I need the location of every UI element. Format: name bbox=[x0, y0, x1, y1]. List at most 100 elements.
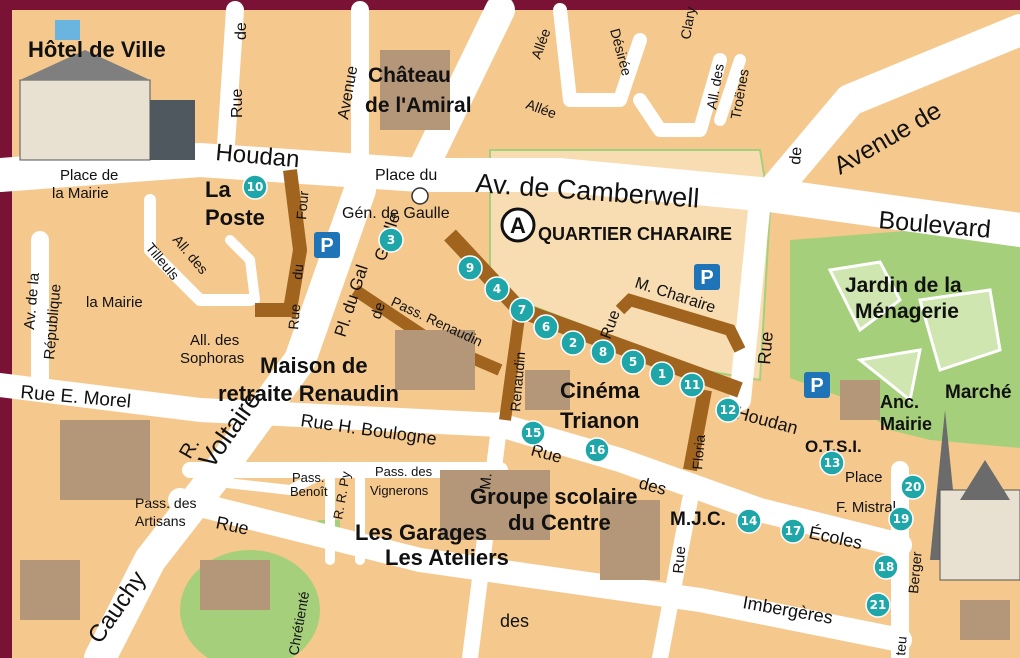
marker-number: 2 bbox=[569, 336, 577, 350]
marker-number: 20 bbox=[905, 480, 922, 494]
marker-circle[interactable] bbox=[509, 297, 535, 323]
map-marker-4[interactable]: 4 bbox=[484, 276, 510, 302]
marker-circle[interactable] bbox=[620, 349, 646, 375]
label-de-right: de bbox=[787, 146, 805, 165]
label-rue-du-four-3: Four bbox=[293, 190, 311, 220]
map-marker-12[interactable]: 12 bbox=[715, 397, 741, 423]
label-pass-vignerons-1: Pass. des bbox=[375, 464, 433, 479]
label-maison-2: retraite Renaudin bbox=[218, 381, 399, 406]
label-maison-1: Maison de bbox=[260, 353, 368, 378]
label-la-mairie: la Mairie bbox=[86, 294, 143, 311]
label-chateau-1: Château bbox=[368, 64, 451, 87]
marker-number: 6 bbox=[542, 320, 550, 334]
marker-circle[interactable] bbox=[873, 554, 899, 580]
map-marker-17[interactable]: 17 bbox=[780, 518, 806, 544]
marker-circle[interactable] bbox=[888, 506, 914, 532]
map-marker-21[interactable]: 21 bbox=[865, 592, 891, 618]
label-anc-mairie-1: Anc. bbox=[880, 392, 919, 412]
map-marker-1[interactable]: 1 bbox=[649, 361, 675, 387]
map-marker-18[interactable]: 18 bbox=[873, 554, 899, 580]
parking-sign-2: P bbox=[694, 264, 720, 290]
marker-number: 12 bbox=[720, 403, 737, 417]
marker-circle[interactable] bbox=[736, 508, 762, 534]
marker-number: 3 bbox=[387, 233, 395, 247]
marker-circle[interactable] bbox=[900, 474, 926, 500]
marker-number: 8 bbox=[599, 345, 607, 359]
marker-circle[interactable] bbox=[378, 227, 404, 253]
label-republique: République bbox=[41, 283, 65, 360]
marker-circle[interactable] bbox=[533, 314, 559, 340]
marker-circle[interactable] bbox=[865, 592, 891, 618]
map-marker-7[interactable]: 7 bbox=[509, 297, 535, 323]
map-marker-14[interactable]: 14 bbox=[736, 508, 762, 534]
marker-circle[interactable] bbox=[560, 330, 586, 356]
marker-number: 5 bbox=[629, 355, 637, 369]
marker-circle[interactable] bbox=[649, 361, 675, 387]
label-rue-top-left: Rue bbox=[229, 89, 246, 118]
roundabout bbox=[411, 187, 429, 205]
marker-number: 13 bbox=[824, 456, 841, 470]
label-ots: O.T.S.I. bbox=[805, 437, 862, 456]
svg-text:A: A bbox=[510, 213, 526, 238]
map-marker-9[interactable]: 9 bbox=[457, 255, 483, 281]
label-place-du: Place du bbox=[375, 167, 437, 184]
label-floria: Floria bbox=[689, 434, 708, 470]
svg-text:P: P bbox=[700, 267, 713, 289]
map-marker-3[interactable]: 3 bbox=[378, 227, 404, 253]
label-place-mistral-2: F. Mistral bbox=[836, 499, 896, 516]
map-marker-19[interactable]: 19 bbox=[888, 506, 914, 532]
marker-circle[interactable] bbox=[457, 255, 483, 281]
marker-circle[interactable] bbox=[679, 372, 705, 398]
label-des-bottom: des bbox=[500, 611, 529, 631]
label-pass-benoit-2: Benoît bbox=[290, 484, 328, 499]
label-de-small: de bbox=[368, 300, 389, 321]
parking-sign-3: P bbox=[804, 372, 830, 398]
map-marker-2[interactable]: 2 bbox=[560, 330, 586, 356]
map-marker-20[interactable]: 20 bbox=[900, 474, 926, 500]
label-rue-right: Rue bbox=[754, 331, 777, 366]
map-marker-6[interactable]: 6 bbox=[533, 314, 559, 340]
map-marker-5[interactable]: 5 bbox=[620, 349, 646, 375]
label-av-de-la: Av. de la bbox=[21, 271, 43, 330]
marker-number: 15 bbox=[525, 426, 542, 440]
marker-circle[interactable] bbox=[242, 174, 268, 200]
label-pass-artisans-1: Pass. des bbox=[135, 495, 196, 511]
map-marker-8[interactable]: 8 bbox=[590, 339, 616, 365]
label-teu: teu bbox=[892, 635, 910, 656]
marker-circle[interactable] bbox=[520, 420, 546, 446]
map-marker-15[interactable]: 15 bbox=[520, 420, 546, 446]
label-chateau-2: de l'Amiral bbox=[365, 94, 472, 117]
map-marker-13[interactable]: 13 bbox=[819, 450, 845, 476]
label-pass-vignerons-2: Vignerons bbox=[370, 483, 429, 498]
label-pass-artisans-2: Artisans bbox=[135, 513, 186, 529]
label-la-poste-2: Poste bbox=[205, 205, 265, 230]
label-garages-1: Les Garages bbox=[355, 520, 487, 545]
marker-circle[interactable] bbox=[584, 437, 610, 463]
label-pass-benoit-1: Pass. bbox=[292, 470, 325, 485]
label-rue-du-four-2: du bbox=[289, 263, 306, 280]
label-cinema-1: Cinéma bbox=[560, 378, 640, 403]
label-clary: Clary bbox=[677, 6, 698, 41]
label-rue-du-four-1: Rue bbox=[285, 303, 303, 330]
marker-circle[interactable] bbox=[715, 397, 741, 423]
marker-number: 21 bbox=[870, 598, 887, 612]
label-renaudin-v: Renaudin bbox=[507, 351, 528, 412]
marker-number: 1 bbox=[658, 367, 666, 381]
marker-circle[interactable] bbox=[819, 450, 845, 476]
label-m-letter: M. bbox=[477, 472, 495, 490]
label-place-mairie-2: la Mairie bbox=[52, 185, 109, 202]
label-cinema-2: Trianon bbox=[560, 408, 639, 433]
map-marker-11[interactable]: 11 bbox=[679, 372, 705, 398]
marker-number: 10 bbox=[247, 180, 264, 194]
label-groupe-1: Groupe scolaire bbox=[470, 484, 638, 509]
label-berger: Berger bbox=[905, 551, 925, 595]
marker-circle[interactable] bbox=[484, 276, 510, 302]
map-marker-10[interactable]: 10 bbox=[242, 174, 268, 200]
map-marker-16[interactable]: 16 bbox=[584, 437, 610, 463]
marker-circle[interactable] bbox=[780, 518, 806, 544]
marker-circle[interactable] bbox=[590, 339, 616, 365]
church-illustration bbox=[930, 410, 1020, 581]
buildings bbox=[20, 50, 1010, 640]
